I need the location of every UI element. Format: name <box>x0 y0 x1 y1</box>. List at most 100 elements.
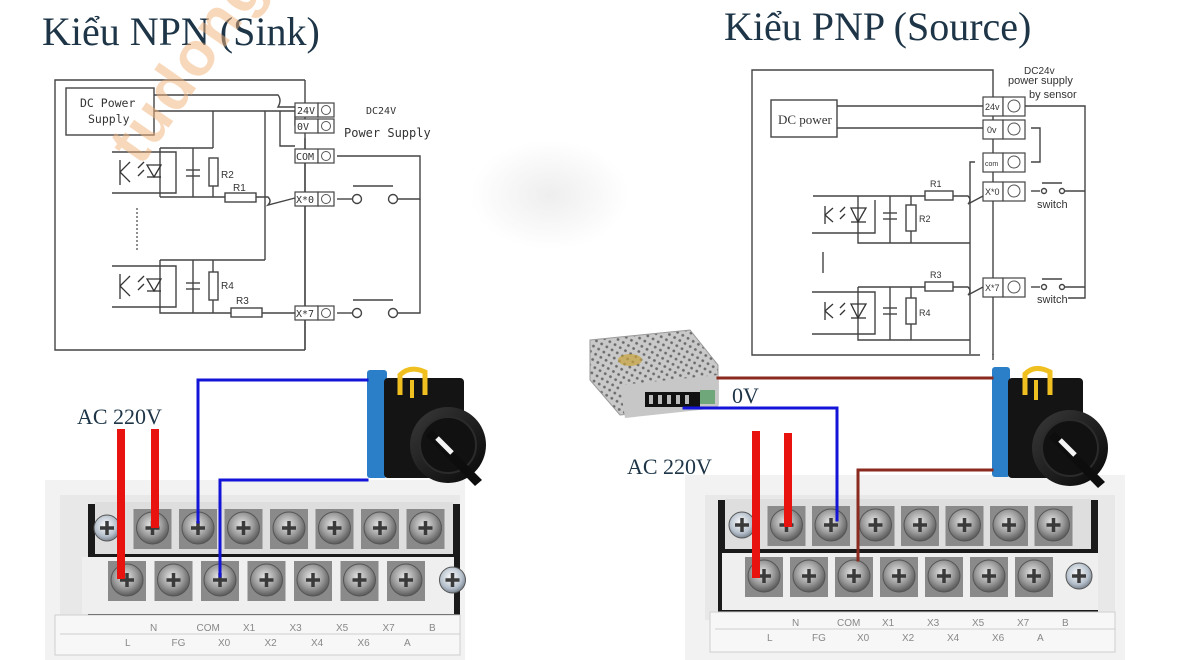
pnp-dc-power-label: DC power <box>778 112 832 127</box>
terminal-label-top: N <box>792 618 799 629</box>
pnp-terminal-24v: 24v <box>985 102 1000 112</box>
terminal-label-bottom: FG <box>172 638 186 649</box>
pnp-r1-label: R1 <box>930 179 942 189</box>
terminal-screw <box>154 561 193 601</box>
terminal-screw <box>790 557 828 597</box>
ground-screw <box>1065 562 1093 590</box>
npn-terminal-x7: X*7 <box>296 309 314 320</box>
npn-terminals <box>294 102 335 321</box>
terminal-label-top: X1 <box>882 618 895 629</box>
npn-power-supply-label: Power Supply <box>344 126 431 140</box>
terminal-label-bottom: X2 <box>265 638 278 649</box>
terminal-screw <box>294 561 332 601</box>
terminal-screw <box>340 561 379 601</box>
terminal-label-bottom: X6 <box>358 638 371 649</box>
background-smudge <box>470 140 630 250</box>
pnp-power-supply-label: power supply <box>1008 75 1073 87</box>
terminal-screw <box>361 509 399 549</box>
npn-terminal-24v: 24V <box>297 106 315 117</box>
terminal-screw <box>108 561 146 601</box>
terminal-screw <box>247 561 286 601</box>
terminal-label-bottom: X4 <box>311 638 324 649</box>
terminal-label-bottom: X6 <box>992 633 1005 644</box>
pnp-r4-label: R4 <box>919 308 931 318</box>
npn-outer-frame <box>54 79 305 351</box>
pnp-switch-label-2: switch <box>1037 294 1068 306</box>
pnp-by-sensor-label: by sensor <box>1029 89 1077 101</box>
terminal-screw <box>745 557 783 597</box>
terminal-screw <box>1015 557 1053 597</box>
npn-terminal-0v: 0V <box>297 122 309 133</box>
pnp-bottom-screws <box>745 557 1093 597</box>
npn-optocoupler-upper <box>119 160 163 185</box>
pnp-selector-switch <box>992 366 1108 488</box>
pnp-terminal-com: com <box>985 161 998 168</box>
pnp-switch-label-1: switch <box>1037 199 1068 211</box>
ground-screw <box>728 511 756 539</box>
terminal-label-top: B <box>1062 618 1069 629</box>
npn-r4-label: R4 <box>221 281 234 292</box>
npn-terminal-x0: X*0 <box>296 195 314 206</box>
npn-x0-wire <box>218 478 369 578</box>
terminal-label-top: X1 <box>243 623 256 634</box>
terminal-screw <box>901 506 939 546</box>
terminal-label-top: COM <box>197 623 220 634</box>
pnp-x0-wire <box>856 468 994 562</box>
terminal-screw <box>315 509 354 549</box>
npn-dc-power-label-2: Supply <box>88 112 130 126</box>
terminal-screw <box>201 561 239 601</box>
terminal-screw <box>856 506 895 546</box>
terminal-label-top: COM <box>837 618 860 629</box>
terminal-screw <box>387 561 425 601</box>
pnp-terminal-x0: X*0 <box>985 187 1000 197</box>
terminal-label-top: X7 <box>1017 618 1030 629</box>
pnp-terminal-x7: X*7 <box>985 283 1000 293</box>
terminal-label-bottom: A <box>1037 633 1044 644</box>
npn-top-screws <box>93 509 445 549</box>
npn-r3-label: R3 <box>236 296 249 307</box>
npn-com-wire <box>196 378 369 524</box>
terminal-screw <box>970 557 1008 597</box>
terminal-screw <box>925 557 963 597</box>
pnp-optocoupler-lower <box>824 302 868 320</box>
terminal-label-top: X3 <box>290 623 303 634</box>
terminal-screw <box>1034 506 1073 546</box>
terminal-screw <box>812 506 850 546</box>
npn-r2-label: R2 <box>221 170 234 181</box>
terminal-label-bottom: X0 <box>218 638 231 649</box>
terminal-label-top: N <box>150 623 157 634</box>
dc-power-supply-unit <box>589 329 719 418</box>
pnp-optocoupler-upper <box>824 206 868 224</box>
terminal-label-bottom: L <box>767 633 773 644</box>
pnp-dc24v-label: DC24v <box>1024 66 1055 77</box>
terminal-screw <box>224 509 263 549</box>
terminal-label-bottom: X2 <box>902 633 915 644</box>
npn-dc-power-label-1: DC Power <box>80 96 135 110</box>
terminal-label-bottom: A <box>404 638 411 649</box>
npn-wires <box>117 378 369 579</box>
terminal-label-top: B <box>429 623 436 634</box>
pnp-0v-wire <box>682 406 839 522</box>
pnp-r2-label: R2 <box>919 214 931 224</box>
pnp-0v-label: 0V <box>732 383 759 408</box>
pnp-r3-label: R3 <box>930 270 942 280</box>
npn-optocoupler-lower <box>119 274 163 299</box>
ground-screw <box>439 566 466 594</box>
npn-ac-220v-label: AC 220V <box>77 404 162 429</box>
terminal-screw <box>270 509 308 549</box>
terminal-label-bottom: X4 <box>947 633 960 644</box>
pnp-ac-220v-label: AC 220V <box>627 454 712 479</box>
pnp-title: Kiểu PNP (Source) <box>724 4 1032 49</box>
terminal-label-top: X3 <box>927 618 940 629</box>
npn-bottom-screws <box>108 561 466 601</box>
pnp-terminal-0v: 0v <box>987 125 997 135</box>
terminal-screw <box>835 557 873 597</box>
pnp-top-screws <box>728 506 1073 546</box>
npn-selector-switch <box>367 366 486 486</box>
pnp-dc-power-box <box>770 99 838 138</box>
